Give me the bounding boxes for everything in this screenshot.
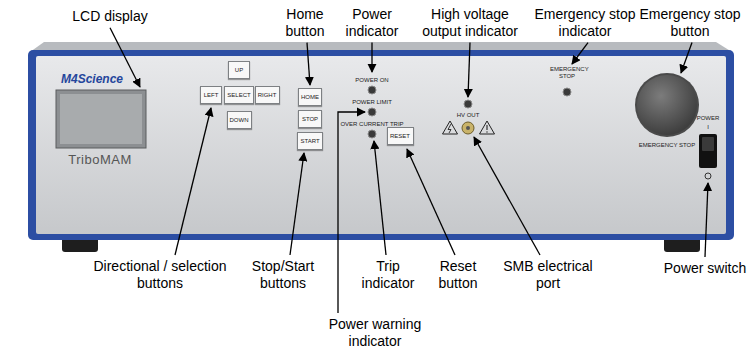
- leader-arrow: [705, 183, 708, 257]
- button-label: SELECT: [227, 92, 250, 99]
- panel-marking: POWER ON: [355, 77, 388, 84]
- button-label: LEFT: [204, 92, 219, 99]
- led: [563, 88, 571, 96]
- rocker-switch: [699, 134, 717, 168]
- button-label: HOME: [301, 94, 319, 101]
- panel-marking: EMERGENCY STOP: [639, 142, 695, 149]
- estop-button: [637, 75, 697, 135]
- smb-port: [462, 122, 474, 134]
- warning-triangle: [480, 121, 495, 134]
- callout-label: Emergency stop button: [635, 6, 745, 40]
- panel-button: UP: [228, 61, 250, 79]
- leader-arrow: [474, 137, 540, 255]
- model-name: TriboMAM: [68, 152, 131, 167]
- panel-marking: OVER CURRENT TRIP: [340, 121, 403, 128]
- off-symbol: [705, 173, 711, 179]
- button-label: RIGHT: [258, 92, 277, 99]
- lcd-screen: [60, 94, 142, 144]
- panel-button: HOME: [298, 88, 322, 106]
- callout-label: LCD display: [60, 8, 160, 25]
- panel-marking: EMERGENCY STOP: [550, 66, 584, 80]
- lightning-symbol: [448, 124, 451, 133]
- callout-label: High voltage output indicator: [411, 6, 529, 40]
- panel-marking: I: [707, 124, 709, 131]
- panel-marking: POWER LIMIT: [352, 99, 392, 106]
- panel-marking: POWER: [697, 115, 720, 122]
- exclamation-symbol: [486, 125, 487, 130]
- panel-button: SELECT: [224, 86, 254, 104]
- callout-label: Power warning indicator: [322, 316, 428, 350]
- lcd-bezel: [56, 90, 146, 148]
- panel-button: STOP: [298, 110, 322, 128]
- button-label: STOP: [302, 116, 318, 123]
- callout-label: Trip indicator: [355, 258, 421, 292]
- leader-arrow: [572, 43, 588, 64]
- rocker-paddle: [702, 137, 714, 151]
- callout-label: Home button: [274, 6, 336, 40]
- estop-ring: [635, 73, 699, 137]
- button-label: UP: [235, 67, 243, 74]
- panel-button: RIGHT: [255, 86, 280, 104]
- leader-arrow: [407, 149, 455, 255]
- leader-arrow: [338, 112, 365, 313]
- callout-label: Power switch: [655, 260, 751, 277]
- button-label: RESET: [390, 133, 410, 140]
- panel-button: LEFT: [200, 86, 222, 104]
- leader-arrow: [307, 43, 310, 85]
- callout-label: Directional / selection buttons: [75, 258, 245, 292]
- led: [368, 130, 376, 138]
- callout-label: Reset button: [430, 258, 486, 292]
- panel-button: RESET: [387, 127, 414, 145]
- warning-triangle: [443, 121, 458, 134]
- button-label: START: [300, 138, 319, 145]
- panel-button: DOWN: [227, 111, 252, 129]
- led: [368, 108, 376, 116]
- panel-button: START: [297, 132, 323, 150]
- led: [464, 100, 472, 108]
- exclamation-dot: [486, 131, 487, 132]
- callout-label: Stop/Start buttons: [243, 258, 323, 292]
- callout-label: SMB electrical port: [495, 258, 601, 292]
- callout-label: Power indicator: [336, 6, 408, 40]
- button-label: DOWN: [230, 117, 249, 124]
- leader-arrow: [371, 43, 372, 72]
- leader-arrow: [468, 43, 470, 97]
- leader-arrow: [374, 141, 386, 255]
- leader-arrow: [175, 108, 211, 255]
- leader-arrow: [681, 43, 692, 73]
- leader-arrow: [290, 153, 304, 255]
- callout-label: Emergency stop indicator: [526, 6, 644, 40]
- smb-pin: [466, 126, 470, 130]
- brand-logo: M4Science: [61, 72, 123, 86]
- panel-marking: HV OUT: [457, 112, 480, 119]
- led: [368, 86, 376, 94]
